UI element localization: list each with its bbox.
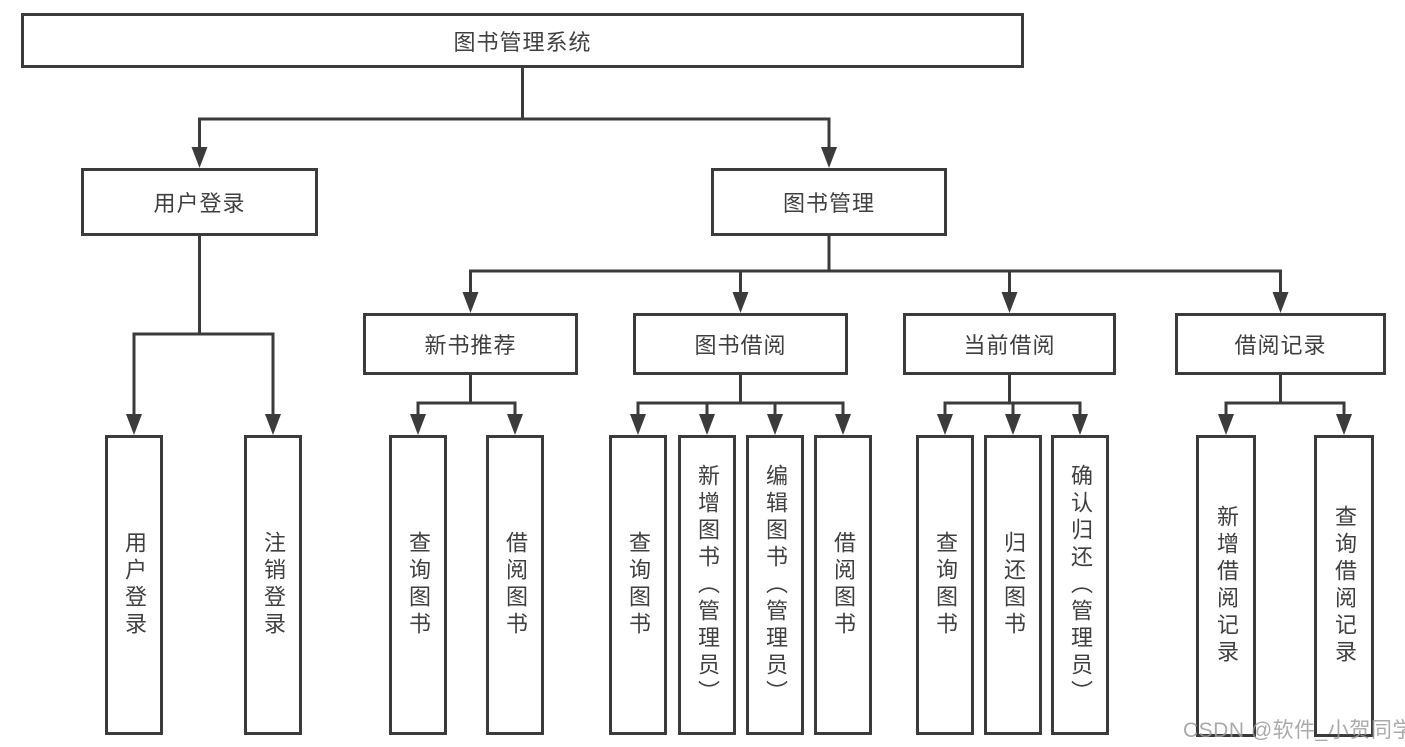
node-label: 查询图书 [406, 531, 431, 639]
arrowhead-icon [732, 292, 749, 313]
connector-new-book-rec [410, 373, 523, 435]
node-label: 用户登录 [122, 531, 147, 639]
diagram-node-user-login: 用户登录 [81, 168, 318, 236]
arrowhead-icon [767, 414, 783, 435]
diagram-node-root: 图书管理系统 [21, 13, 1024, 68]
arrowhead-icon [630, 414, 646, 435]
diagram-node-borrow-records: 借阅记录 [1175, 313, 1386, 375]
diagram-node-leaf-query-books-1: 查询图书 [389, 435, 447, 735]
diagram-node-leaf-user-login: 用户登录 [105, 435, 163, 735]
diagram-node-leaf-borrow-books-1: 借阅图书 [486, 435, 544, 735]
node-label: 确认归还（管理员） [1068, 463, 1093, 707]
arrowhead-icon [507, 414, 523, 435]
arrowhead-icon [1072, 414, 1088, 435]
diagram-node-leaf-query-books-3: 查询图书 [916, 435, 974, 735]
diagram-node-leaf-borrow-books-2: 借阅图书 [814, 435, 872, 735]
diagram-node-leaf-logout: 注销登录 [244, 435, 302, 735]
connector-borrow-records [1218, 373, 1352, 435]
arrowhead-icon [1336, 414, 1352, 435]
node-label: 新增图书（管理员） [695, 463, 720, 707]
node-label: 借阅记录 [1234, 333, 1327, 358]
diagram-node-book-mgmt: 图书管理 [711, 168, 947, 236]
node-label: 图书管理系统 [453, 29, 592, 55]
node-label: 新增借阅记录 [1214, 505, 1239, 667]
connector-root [191, 66, 837, 168]
node-label: 用户登录 [153, 191, 246, 216]
diagram-node-leaf-edit-book-admin: 编辑图书（管理员） [746, 435, 804, 735]
node-label: 当前借阅 [963, 333, 1056, 358]
node-label: 借阅图书 [503, 531, 528, 639]
diagram-node-leaf-add-borrow-record: 新增借阅记录 [1196, 435, 1256, 737]
connector-current-borrow [937, 373, 1088, 435]
diagram-node-current-borrow: 当前借阅 [903, 313, 1116, 375]
node-label: 图书管理 [782, 191, 875, 216]
arrowhead-icon [462, 292, 479, 313]
arrowhead-icon [1272, 292, 1289, 313]
node-label: 编辑图书（管理员） [763, 463, 788, 707]
node-label: 新书推荐 [424, 333, 517, 358]
arrowhead-icon [126, 414, 142, 435]
node-label: 借阅图书 [831, 531, 856, 639]
arrowhead-icon [1005, 414, 1021, 435]
diagram-node-new-book-rec: 新书推荐 [363, 313, 578, 375]
diagram-node-leaf-query-borrow-record: 查询借阅记录 [1314, 435, 1374, 737]
node-label: 注销登录 [261, 531, 286, 639]
node-label: 查询图书 [933, 531, 958, 639]
diagram-node-leaf-confirm-return-admin: 确认归还（管理员） [1051, 435, 1109, 735]
diagram-node-book-borrow: 图书借阅 [633, 313, 848, 375]
arrowhead-icon [699, 414, 715, 435]
arrowhead-icon [821, 147, 837, 168]
arrowhead-icon [937, 414, 953, 435]
connector-book-mgmt [462, 234, 1289, 313]
watermark: CSDN @软件_小贺同学 [1183, 719, 1405, 742]
arrowhead-icon [265, 414, 281, 435]
arrowhead-icon [835, 414, 851, 435]
node-label: 查询图书 [626, 531, 651, 639]
connector-book-borrow [630, 373, 851, 435]
arrowhead-icon [410, 414, 426, 435]
node-label: 查询借阅记录 [1332, 505, 1357, 667]
connector-user-login [126, 234, 281, 435]
arrowhead-icon [1218, 414, 1234, 435]
arrowhead-icon [191, 147, 208, 168]
diagram-node-leaf-query-books-2: 查询图书 [609, 435, 667, 735]
diagram-node-leaf-return-book: 归还图书 [984, 435, 1042, 735]
diagram-node-leaf-add-book-admin: 新增图书（管理员） [678, 435, 736, 735]
arrowhead-icon [1001, 292, 1018, 313]
node-label: 图书借阅 [694, 333, 787, 358]
node-label: 归还图书 [1001, 531, 1026, 639]
